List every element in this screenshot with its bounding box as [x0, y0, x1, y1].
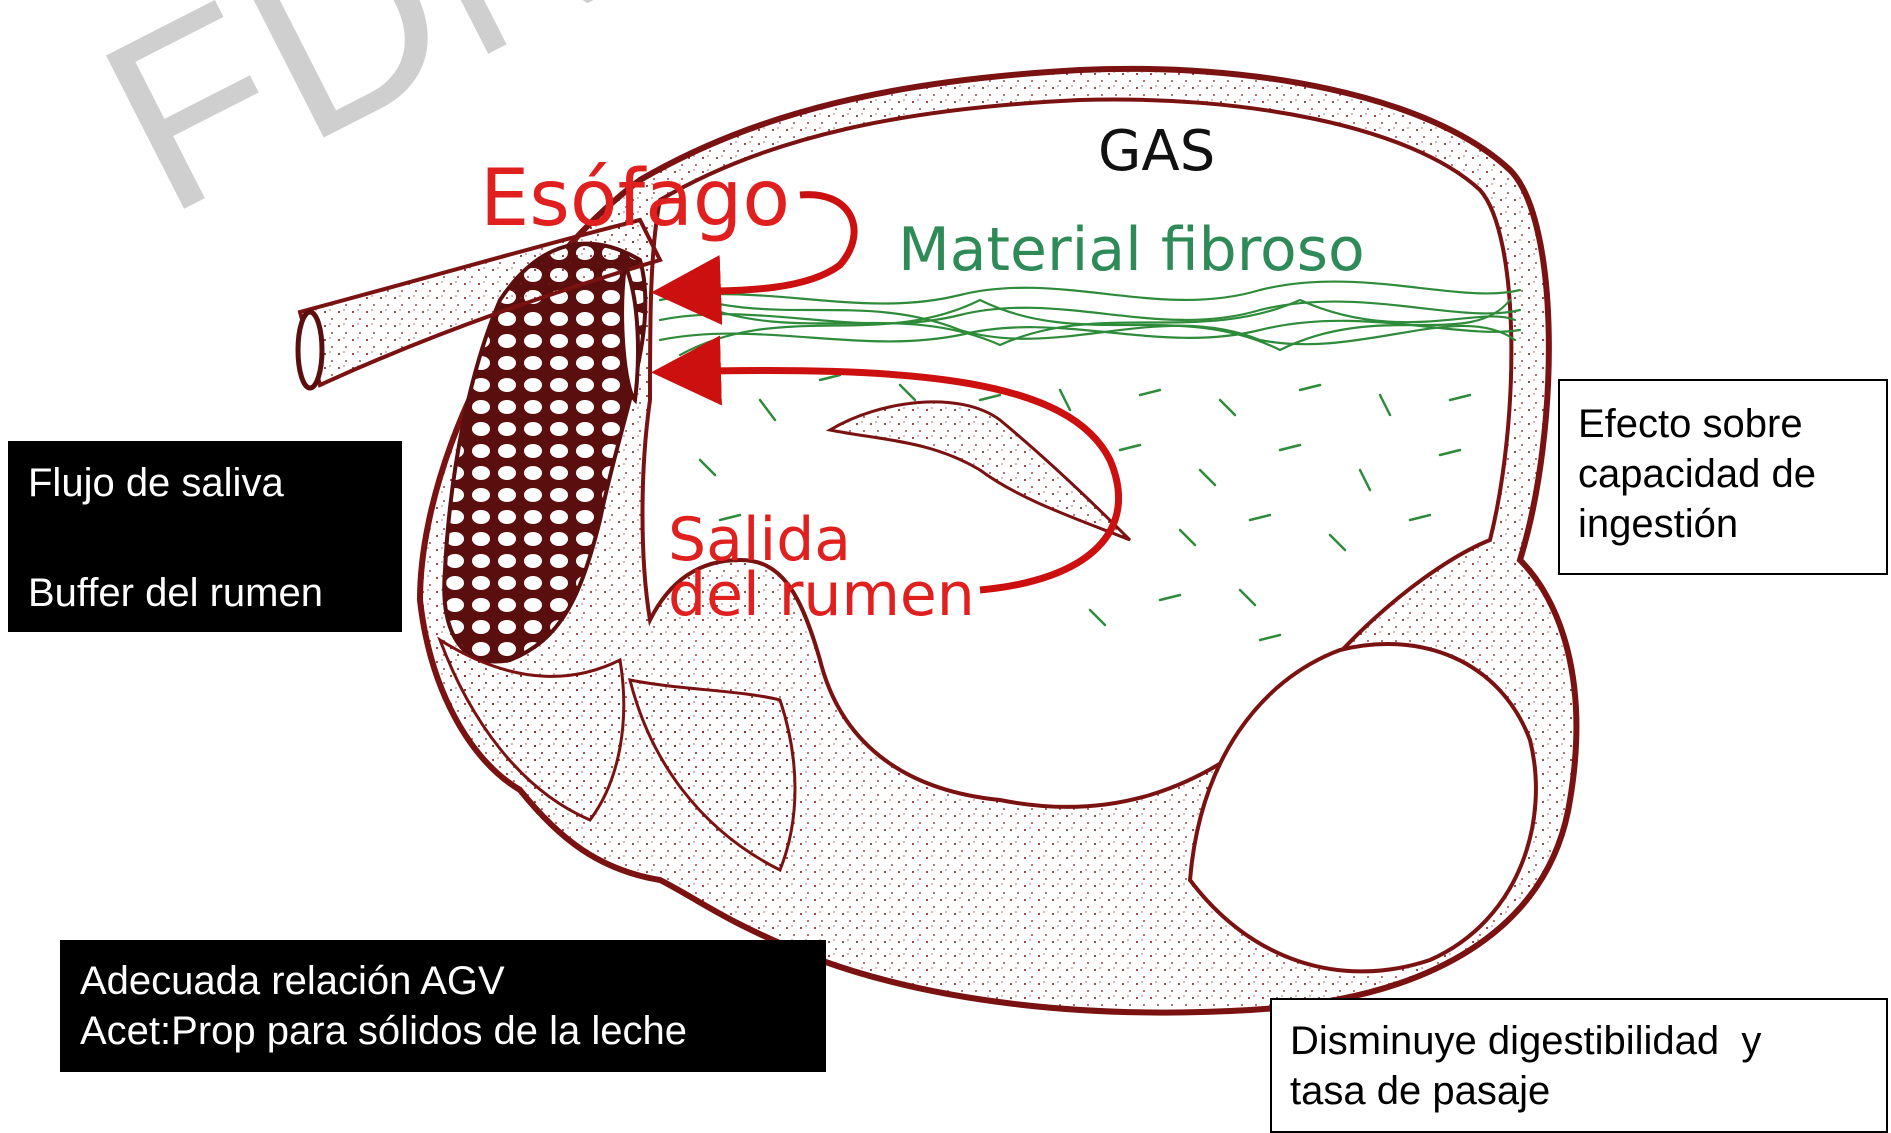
digestibilidad-box: Disminuye digestibilidad y tasa de pasaj…	[1270, 998, 1888, 1133]
esophagus-opening	[298, 312, 322, 388]
agv-box-line2: Acet:Prop para sólidos de la leche	[80, 1006, 826, 1056]
esofago-label: Esófago	[480, 160, 790, 238]
gas-label: GAS	[1098, 124, 1215, 180]
digestibilidad-box-line2: tasa de pasaje	[1290, 1066, 1886, 1116]
material-fibroso-label: Material fibroso	[898, 220, 1365, 280]
saliva-box-line1: Flujo de saliva	[28, 461, 284, 506]
agv-box: Adecuada relación AGV Acet:Prop para sól…	[60, 940, 826, 1072]
efecto-box-line1: Efecto sobre	[1578, 399, 1886, 449]
efecto-box: Efecto sobre capacidad de ingestión	[1558, 379, 1888, 575]
efecto-box-line2: capacidad de	[1578, 449, 1886, 499]
agv-box-line1: Adecuada relación AGV	[80, 956, 826, 1006]
saliva-box: Flujo de saliva Buffer del rumen	[8, 441, 402, 632]
digestibilidad-box-line1: Disminuye digestibilidad y	[1290, 1016, 1886, 1066]
saliva-box-line2: Buffer del rumen	[28, 571, 323, 616]
efecto-box-line3: ingestión	[1578, 499, 1886, 549]
salida-label-line2: del rumen	[668, 565, 975, 625]
